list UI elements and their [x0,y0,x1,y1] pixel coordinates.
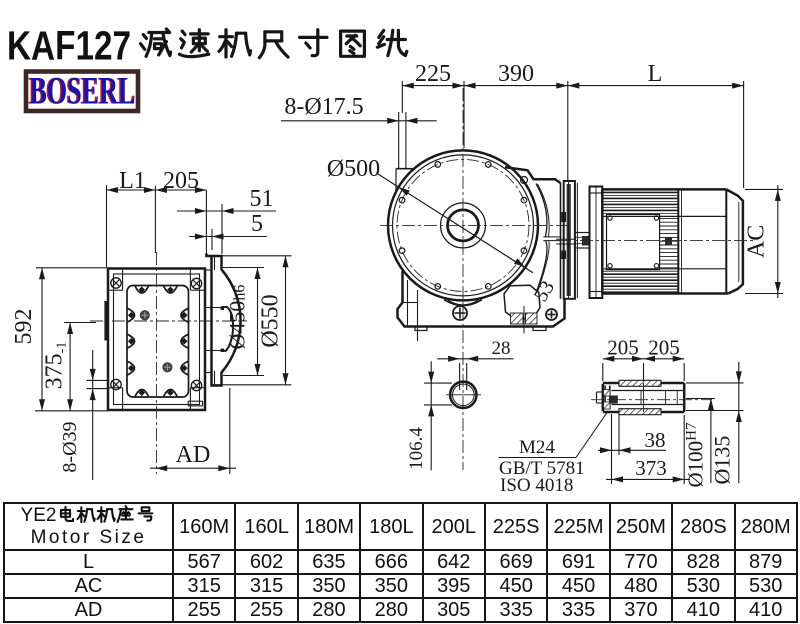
svg-text:28: 28 [492,338,511,359]
svg-text:205: 205 [607,336,639,360]
svg-text:Ø450h6: Ø450h6 [225,285,250,350]
svg-text:L1: L1 [119,168,146,194]
svg-text:51: 51 [250,186,274,212]
svg-text:BOSERL: BOSERL [30,70,136,113]
svg-text:390: 390 [498,61,534,87]
svg-text:GB/T 5781: GB/T 5781 [499,458,585,479]
svg-text:38: 38 [645,428,666,452]
svg-text:BOSERL: BOSERL [28,70,134,113]
svg-text:53: 53 [530,277,559,306]
svg-text:592: 592 [11,309,37,345]
svg-text:L: L [648,61,663,87]
svg-text:5: 5 [251,211,263,237]
svg-text:AD: AD [176,442,211,468]
svg-text:205: 205 [163,168,199,194]
svg-text:Ø500: Ø500 [327,156,380,182]
svg-text:ISO 4018: ISO 4018 [500,475,573,496]
svg-text:205: 205 [648,336,680,360]
svg-text:8-Ø39: 8-Ø39 [59,421,81,472]
svg-text:8-Ø17.5: 8-Ø17.5 [284,94,363,120]
svg-text:M24: M24 [519,437,555,458]
svg-text:AC: AC [744,225,770,258]
svg-text:106.4: 106.4 [406,427,427,470]
svg-text:Ø550: Ø550 [258,294,284,347]
svg-text:373: 373 [635,456,667,480]
svg-text:Ø100H7: Ø100H7 [684,422,708,488]
svg-text:Ø135: Ø135 [710,436,735,485]
svg-text:KAF127: KAF127 [7,23,131,69]
svg-text:225: 225 [415,61,451,87]
svg-text:375-1: 375-1 [42,342,70,390]
